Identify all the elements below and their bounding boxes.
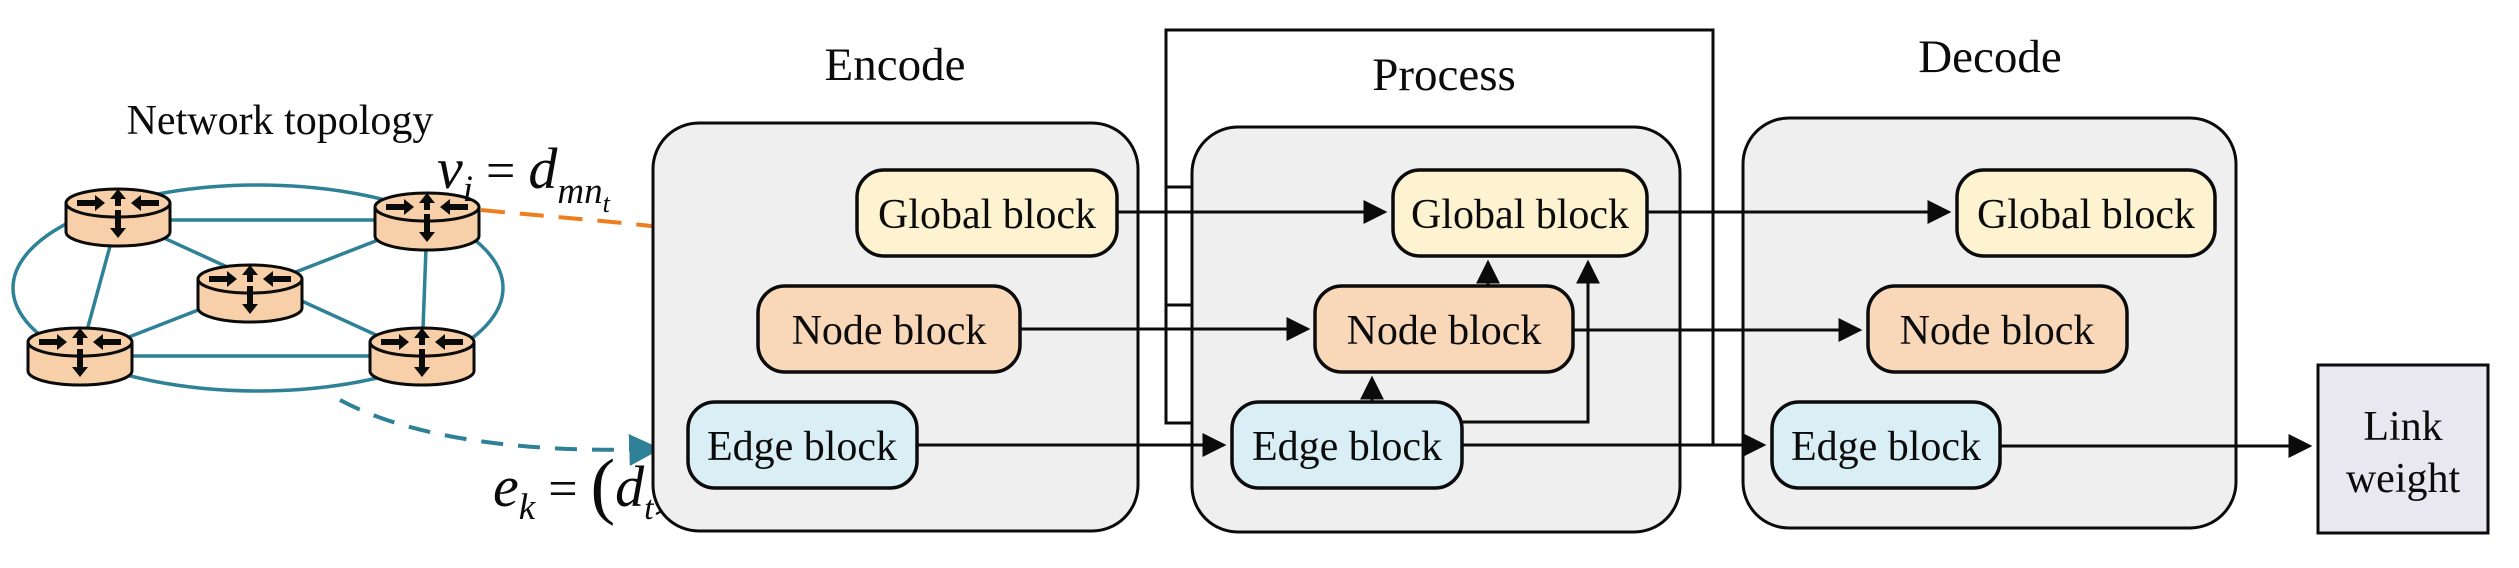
process-feedback-loop (1164, 28, 1715, 444)
network-topology-title: Network topology (127, 98, 434, 144)
process-node-block (1313, 284, 1575, 374)
link-weight-label-line2: weight (2346, 456, 2461, 502)
edge-to-global-arrow (1462, 259, 1600, 424)
encode-global-block (855, 168, 1119, 258)
link-weight-box (2316, 363, 2490, 535)
process-blocks: Global block Node block Edge block (1230, 168, 1649, 490)
process-edge-block-label: Edge block (1252, 424, 1442, 470)
decode-global-block-label: Global block (1977, 192, 2195, 238)
node-feature-arrow (480, 208, 870, 275)
decode-edge-block (1770, 400, 2002, 490)
flow-arrows (917, 200, 2313, 458)
decode-node-block-label: Node block (1900, 308, 2095, 354)
node-feature-formula: vi = dmnt (437, 136, 611, 218)
router-icon (196, 263, 304, 324)
encode-node-block (756, 284, 1022, 374)
edge-feature-arrow (339, 398, 662, 467)
router-icon (26, 326, 134, 387)
decode-title: Decode (1918, 31, 2062, 83)
process-node-block-label: Node block (1347, 308, 1542, 354)
encode-title: Encode (825, 39, 966, 91)
topology-ring (11, 183, 505, 393)
decode-edge-block-label: Edge block (1791, 424, 1981, 470)
process-edge-block (1230, 400, 1464, 490)
decode-node-block (1866, 284, 2129, 374)
link-weight-box-group: Link weight (2316, 363, 2490, 535)
encode-blocks: Global block Node block Edge block (686, 168, 1119, 490)
encode-global-block-label: Global block (878, 192, 1096, 238)
encode-edge-block (686, 400, 919, 490)
encode-node-block-label: Node block (792, 308, 987, 354)
process-global-block (1391, 168, 1649, 258)
decode-blocks: Global block Node block Edge block (1770, 168, 2217, 490)
link-weight-label-line1: Link (2363, 404, 2442, 450)
process-title: Process (1372, 49, 1516, 101)
encode-edge-block-label: Edge block (707, 424, 897, 470)
router-icon (64, 187, 172, 248)
process-global-block-label: Global block (1411, 192, 1629, 238)
router-icon (368, 326, 476, 387)
decode-global-block (1955, 168, 2217, 258)
